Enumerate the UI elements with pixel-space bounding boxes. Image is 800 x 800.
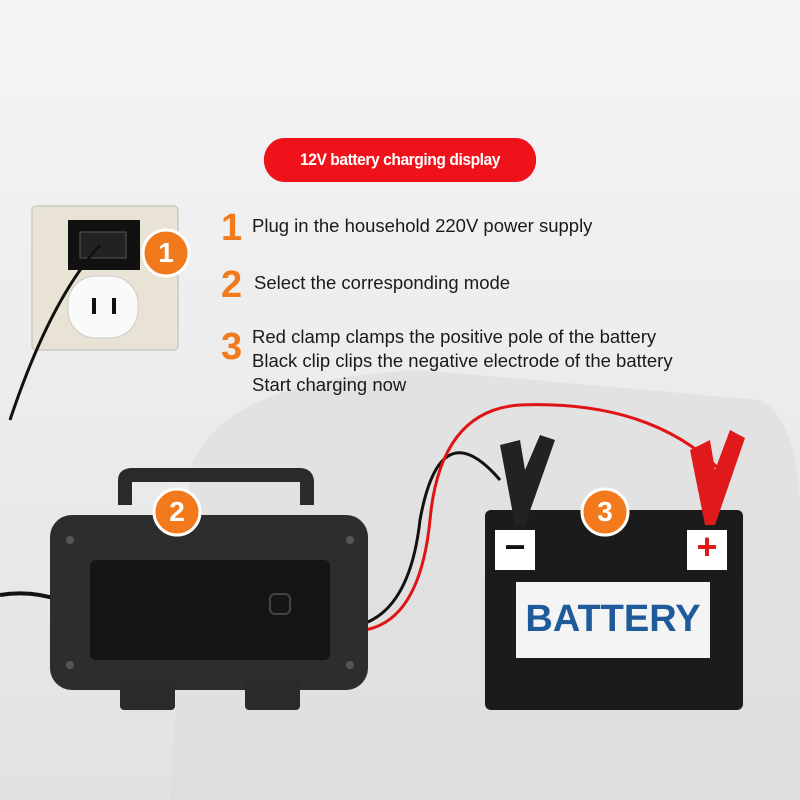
negative-terminal-label: −: [504, 526, 526, 567]
battery-label: BATTERY: [525, 598, 701, 640]
positive-terminal-label: +: [696, 526, 718, 567]
step-1-number: 1: [221, 207, 243, 249]
badge-1: 1: [158, 237, 174, 268]
step-1-text: Plug in the household 220V power supply: [252, 215, 593, 236]
page-title: 12V battery charging display: [263, 138, 537, 182]
step-3-line-2: Black clip clips the negative electrode …: [252, 350, 673, 371]
plug-cord: [8, 243, 102, 421]
charger: [50, 468, 368, 710]
wall-outlet: [31, 205, 179, 351]
badge-2: 2: [169, 496, 185, 527]
red-clamp: [690, 430, 745, 525]
car-battery: [485, 510, 743, 710]
badge-3: 3: [597, 496, 613, 527]
step-3-line-3: Start charging now: [252, 374, 407, 395]
step-3-number: 3: [221, 326, 243, 368]
step-3-line-1: Red clamp clamps the positive pole of th…: [252, 326, 657, 347]
badges: [141, 228, 630, 537]
black-cable: [359, 451, 502, 627]
step-2-number: 2: [221, 264, 243, 306]
red-cable: [364, 403, 722, 632]
black-clamp: [500, 435, 555, 525]
step-2-text: Select the corresponding mode: [254, 272, 511, 293]
